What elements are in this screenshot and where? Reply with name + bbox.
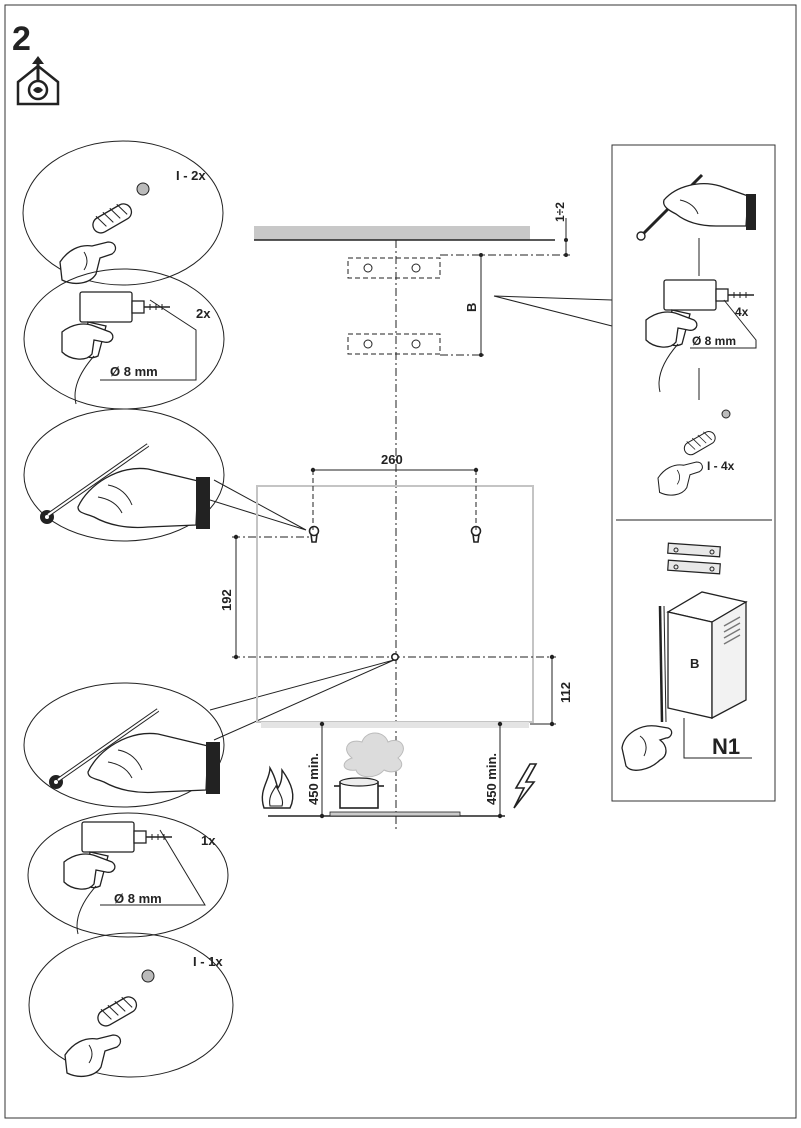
step-number: 2: [12, 20, 31, 58]
page-border: [4, 4, 797, 1119]
wall-hole-icon: [136, 182, 150, 196]
upper-bracket-outline: [347, 257, 441, 279]
plug-top-step: I - 2x: [22, 140, 224, 286]
pencil-hand-icon: [46, 443, 212, 531]
electric-hob-icon: [513, 763, 538, 809]
mark-bottom-step: [23, 682, 225, 808]
min-height-electric-dimension: 450 min.: [484, 753, 499, 805]
hole-spacing-dimension: 260: [381, 452, 403, 467]
chimney-section-icon: [658, 591, 748, 723]
drill-icon: [61, 291, 171, 405]
right-drill-diameter: Ø 8 mm: [692, 334, 736, 348]
callout-pointer: [209, 479, 307, 531]
ceiling-gap-dimension: 1÷2: [553, 202, 567, 222]
right-mark-step: [636, 173, 756, 241]
plug-bottom-step: I - 1x: [28, 932, 234, 1078]
drill-top-diameter: Ø 8 mm: [110, 364, 158, 379]
plug-bottom-bubble: [28, 932, 234, 1078]
mark-bottom-bubble: [23, 682, 225, 808]
hand-inserting-plug-icon: [64, 993, 141, 1078]
right-plugs-label: I - 4x: [707, 459, 735, 473]
gas-flame-icon: [261, 765, 294, 809]
center-hole-mark: [390, 652, 399, 661]
keyhole-slot-left: [308, 525, 320, 543]
drill-bottom-count: 1x: [201, 833, 216, 848]
pencil-hand-icon: [56, 708, 222, 796]
drill-top-bubble: [23, 268, 225, 410]
lower-bracket-outline: [347, 333, 441, 355]
drill-bottom-diameter: Ø 8 mm: [114, 891, 162, 906]
vertical-offset-dimension: 192: [219, 589, 234, 611]
wall-mount-house-icon: [16, 56, 60, 106]
mark-top-step: [23, 408, 225, 542]
callout-pointer: [493, 295, 613, 301]
right-panel: [611, 144, 776, 802]
drill-top-count: 2x: [196, 306, 211, 321]
drill-icon: [63, 821, 173, 935]
part-code: N1: [712, 734, 740, 759]
center-offset-dimension: 112: [558, 682, 573, 703]
min-height-gas-dimension: 450 min.: [306, 753, 321, 805]
hood-outline: [256, 485, 534, 723]
hand-holding-chimney-icon: [621, 725, 673, 771]
wall-hole-icon: [721, 409, 731, 419]
cooking-pot-icon: [334, 732, 404, 809]
plug-top-label: I - 2x: [176, 168, 206, 183]
drill-bottom-step: 1x Ø 8 mm: [27, 812, 229, 938]
drill-bottom-bubble: [27, 812, 229, 938]
bracket-spacing-dimension: B: [464, 303, 479, 312]
keyhole-slot-right: [470, 525, 482, 543]
bracket-pieces-icon: [667, 542, 721, 575]
mark-top-bubble: [23, 408, 225, 542]
wall-hole-icon: [141, 969, 155, 983]
plug-bottom-label: I - 1x: [193, 954, 223, 969]
plug-top-bubble: [22, 140, 224, 286]
chimney-label: B: [690, 656, 699, 671]
ceiling: [254, 226, 530, 240]
drill-top-step: 2x Ø 8 mm: [23, 268, 225, 410]
right-drill-count: 4x: [735, 305, 749, 319]
